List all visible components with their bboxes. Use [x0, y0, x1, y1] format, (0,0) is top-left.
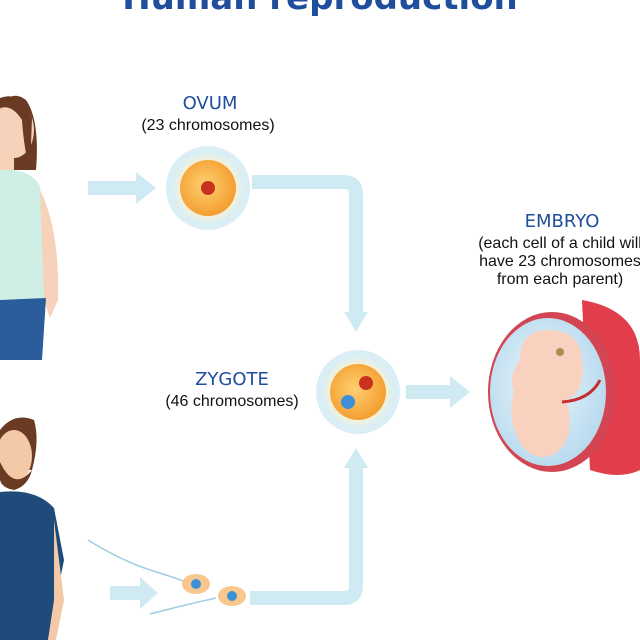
ovum-nucleus [201, 181, 215, 195]
ovum-label: OVUM [183, 93, 238, 114]
man-beard [0, 462, 32, 490]
embryo-label: EMBRYO [525, 211, 600, 232]
woman-shirt [0, 169, 46, 304]
man-shirt [0, 491, 64, 640]
man-illustration [0, 417, 64, 640]
zygote-chromosomes: (46 chromosomes) [165, 393, 298, 410]
embryo-detail-line-2: have 23 chromosomes [479, 253, 640, 270]
page-title: Human reproduction [0, 0, 640, 18]
zygote-cell [316, 350, 400, 434]
embryo-illustration [488, 300, 640, 475]
arrow-zygote-to-embryo [406, 376, 470, 408]
arrow-sperm-to-zygote [250, 448, 368, 605]
woman-illustration [0, 95, 59, 360]
umbilical-cord [561, 379, 602, 404]
arrow-man-to-sperm [110, 577, 158, 609]
zygote-paternal-nucleus [341, 395, 355, 409]
woman-jeans [0, 298, 46, 360]
embryo-detail-line-3: from each parent) [497, 271, 623, 288]
man-face [0, 430, 32, 482]
arrow-ovum-to-zygote [252, 175, 368, 332]
sperm-cells [87, 539, 246, 615]
zygote-label: ZYGOTE [195, 369, 269, 390]
zygote-maternal-nucleus [359, 376, 373, 390]
arrow-woman-to-ovum [88, 172, 156, 204]
ovum-chromosomes: (23 chromosomes) [141, 117, 274, 134]
embryo-detail-line-1: (each cell of a child will [478, 235, 640, 252]
embryo-body [511, 330, 583, 458]
ovum-cell [166, 146, 250, 230]
